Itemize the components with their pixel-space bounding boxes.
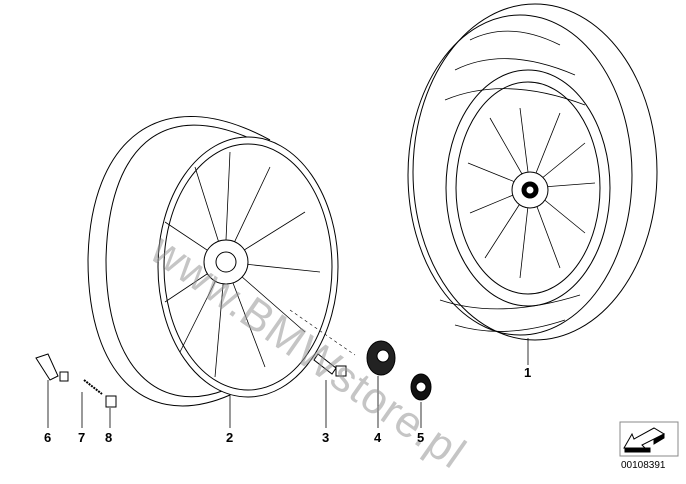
valve-illustration[interactable] — [35, 353, 69, 382]
arrow-symbol-icon — [619, 421, 679, 457]
part-label-6[interactable]: 6 — [44, 430, 52, 445]
valve-cap-illustration[interactable] — [105, 395, 117, 408]
rim-illustration[interactable] — [87, 115, 339, 407]
part-label-2[interactable]: 2 — [226, 430, 234, 445]
wheel-bolt-illustration[interactable] — [289, 309, 356, 377]
hub-cap-illustration[interactable] — [366, 340, 396, 376]
part-label-1[interactable]: 1 — [524, 365, 532, 380]
tyre-spokes — [467, 107, 596, 279]
leader-lines — [47, 338, 529, 428]
part-label-3[interactable]: 3 — [322, 430, 330, 445]
part-label-4[interactable]: 4 — [374, 430, 382, 445]
complete-wheel-illustration[interactable] — [407, 3, 658, 341]
part-label-5[interactable]: 5 — [417, 430, 425, 445]
valve-insert-illustration[interactable] — [83, 379, 103, 395]
diagram-code: 00108391 — [621, 460, 666, 471]
part-label-7[interactable]: 7 — [78, 430, 86, 445]
part-label-8[interactable]: 8 — [105, 430, 113, 445]
emblem-illustration[interactable] — [410, 373, 432, 401]
